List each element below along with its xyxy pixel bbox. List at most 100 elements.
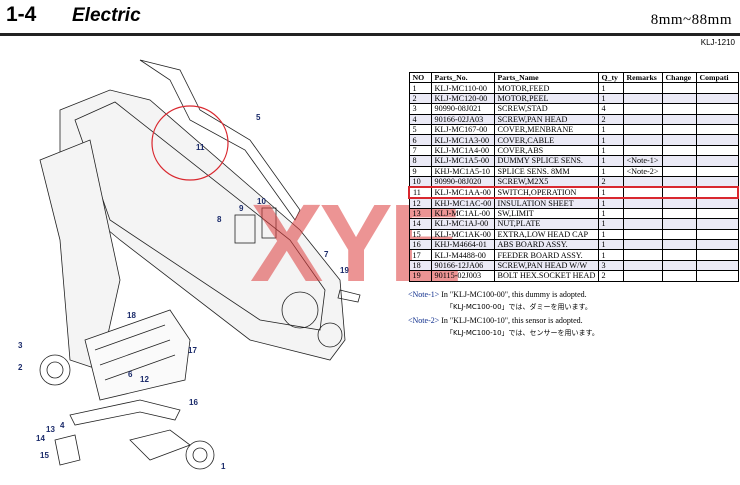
cell-no: 18: [408, 259, 432, 272]
cell-empty: [695, 259, 739, 272]
cell-remarks: [622, 270, 663, 282]
cell-no: 17: [408, 249, 432, 261]
cell-empty: [661, 249, 697, 261]
size-range: 8mm~88mm: [650, 12, 732, 28]
cell-name: COVER,ABS: [493, 144, 599, 157]
cell-name: FEEDER BOARD ASSY.: [493, 249, 599, 261]
cell-qty: 1: [597, 155, 624, 167]
cell-empty: [661, 175, 697, 188]
cell-no: 15: [408, 228, 432, 241]
cell-no: 3: [408, 103, 432, 115]
header-divider: [0, 33, 740, 36]
cell-empty: [695, 123, 739, 136]
cell-qty: 1: [597, 239, 624, 251]
callout-number: 7: [324, 250, 329, 259]
cell-qty: 2: [597, 175, 624, 188]
cell-remarks: [622, 175, 663, 188]
cell-part-no: KHJ-M4664-01: [430, 239, 495, 251]
cell-name: EXTRA,LOW HEAD CAP: [493, 228, 599, 241]
cell-remarks: [622, 207, 663, 220]
cell-empty: [661, 218, 697, 230]
cell-no: 1: [408, 82, 432, 94]
cell-remarks: [622, 134, 663, 146]
cell-empty: [661, 228, 697, 241]
cell-qty: 1: [597, 197, 624, 209]
cell-remarks: [622, 185, 663, 199]
cell-no: 8: [408, 155, 432, 167]
cell-name: COVER,CABLE: [493, 134, 599, 146]
cell-part-no: 90990-08J020: [430, 175, 495, 188]
cell-empty: [695, 144, 739, 157]
note-2: <Note-2> In "KLJ-MC100-10", this sensor …: [408, 315, 599, 339]
cell-no: 13: [408, 207, 432, 220]
column-header: Remarks: [622, 71, 663, 84]
callout-number: 15: [40, 451, 49, 460]
cell-remarks: [622, 249, 663, 261]
note-label: <Note-1>: [408, 290, 440, 299]
column-header: Parts_Name: [493, 71, 599, 84]
note-label: <Note-2>: [408, 316, 440, 325]
cell-empty: [695, 207, 739, 220]
cell-qty: 2: [597, 270, 624, 282]
cell-name: NUT,PLATE: [493, 218, 599, 230]
cell-no: 9: [408, 165, 432, 177]
cell-name: SCREW,M2X5: [493, 175, 599, 188]
cell-qty: 1: [597, 123, 624, 136]
callout-number: 8: [217, 215, 222, 224]
column-header: Compati: [695, 71, 739, 84]
cell-qty: 1: [597, 165, 624, 177]
cell-empty: [695, 239, 739, 251]
cell-part-no: KLJ-MC1AJ-00: [430, 218, 495, 230]
note-text-jp: 「KLJ-MC100-00」では、ダミーを用います。: [446, 303, 592, 311]
cell-empty: [661, 103, 697, 115]
cell-name: INSULATION SHEET: [493, 197, 599, 209]
cell-remarks: [622, 228, 663, 241]
cell-empty: [661, 134, 697, 146]
cell-qty: 1: [597, 82, 624, 94]
callout-number: 16: [189, 398, 198, 407]
callout-number: 13: [46, 425, 55, 434]
cell-no: 19: [408, 270, 432, 282]
cell-empty: [695, 103, 739, 115]
callout-number: 6: [128, 370, 133, 379]
cell-no: 5: [408, 123, 432, 136]
callout-number: 10: [257, 197, 266, 206]
cell-remarks: <Note-2>: [622, 165, 663, 177]
callout-number: 14: [36, 434, 45, 443]
cell-empty: [661, 197, 697, 209]
cell-empty: [661, 259, 697, 272]
cell-no: 10: [408, 175, 432, 188]
cell-empty: [695, 113, 739, 125]
cell-remarks: <Note-1>: [622, 155, 663, 167]
cell-empty: [695, 165, 739, 177]
notes: <Note-1> In "KLJ-MC100-00", this dummy i…: [408, 289, 599, 341]
cell-part-no: KHJ-MC1A5-10: [430, 165, 495, 177]
cell-remarks: [622, 197, 663, 209]
cell-qty: 1: [597, 249, 624, 261]
callout-number: 12: [140, 375, 149, 384]
cell-empty: [661, 144, 697, 157]
cell-empty: [695, 218, 739, 230]
note-text: In "KLJ-MC100-00", this dummy is adopted…: [441, 290, 587, 299]
cell-empty: [695, 175, 739, 188]
cell-qty: 4: [597, 103, 624, 115]
cell-part-no: 90166-02JA03: [430, 113, 495, 125]
cell-remarks: [622, 259, 663, 272]
cell-empty: [695, 82, 739, 94]
cell-name: SCREW,PAN HEAD W/W: [493, 259, 599, 272]
cell-qty: 1: [597, 92, 624, 105]
callout-number: 4: [60, 421, 65, 430]
